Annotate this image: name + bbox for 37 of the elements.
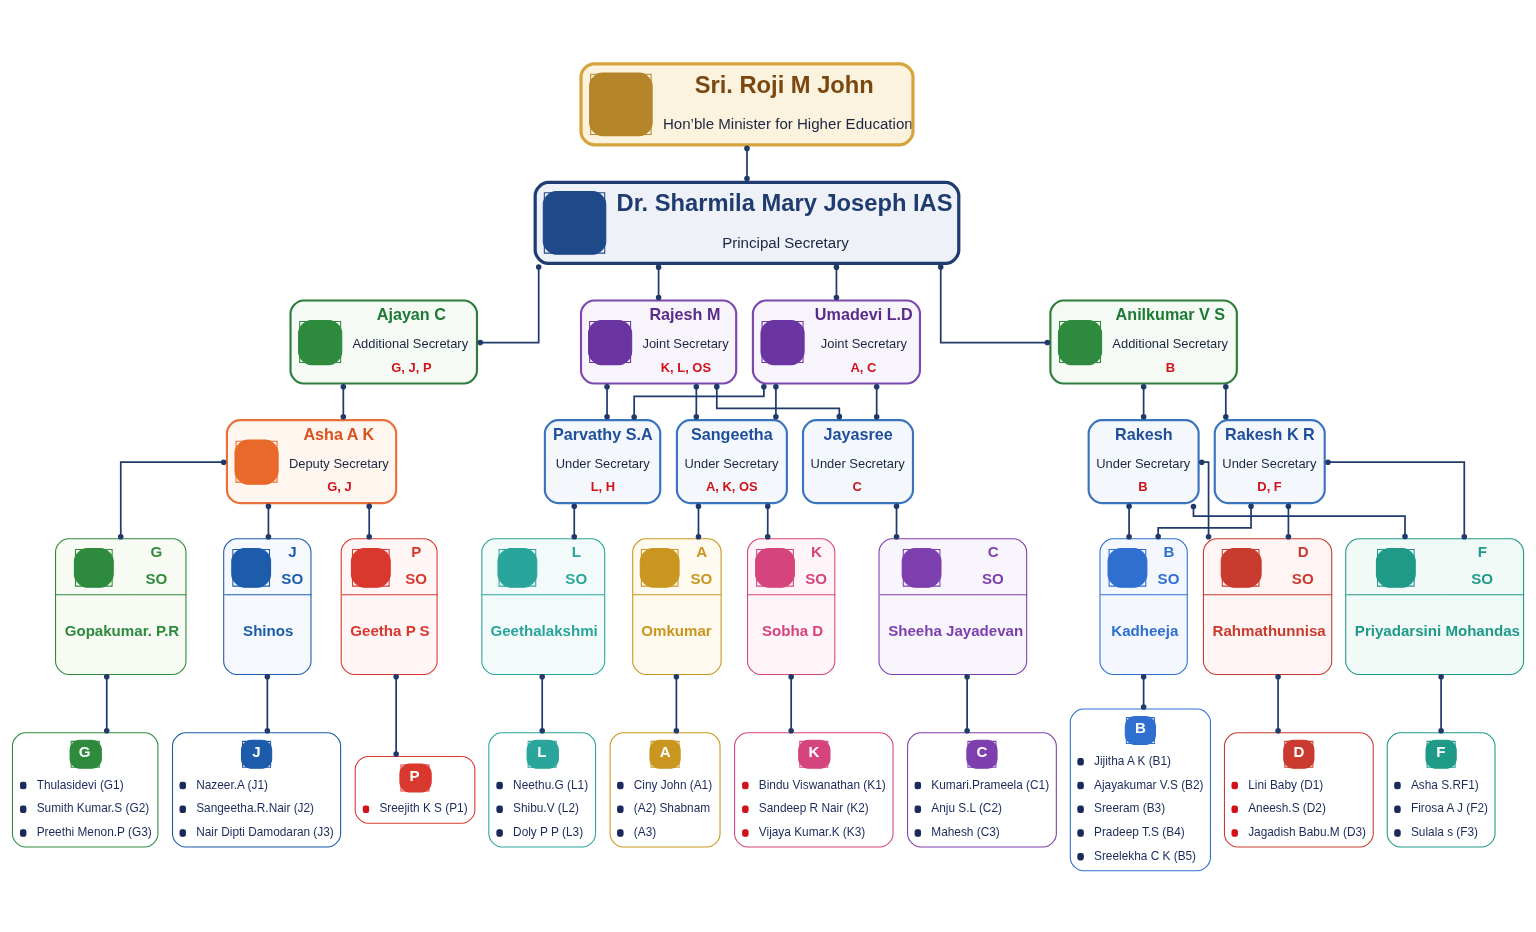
- connector: [117, 458, 227, 539]
- connector: [964, 673, 970, 733]
- connector: [103, 673, 110, 733]
- connector: [695, 503, 702, 539]
- connector: [744, 145, 750, 181]
- connector: [631, 383, 767, 420]
- connector: [571, 503, 578, 539]
- connector: [833, 263, 840, 300]
- connector: [764, 503, 771, 539]
- connector: [1223, 383, 1229, 420]
- connector: [264, 673, 271, 733]
- connector: [773, 383, 779, 420]
- connector: [340, 383, 347, 420]
- connector: [1126, 503, 1132, 539]
- connector: [693, 383, 700, 420]
- connector: [393, 673, 399, 757]
- connector: [673, 673, 680, 733]
- connector: [1198, 458, 1212, 539]
- connector: [1285, 503, 1292, 539]
- connector: [788, 673, 794, 733]
- connector: [604, 383, 610, 420]
- connector: [655, 263, 662, 300]
- connector: [1155, 503, 1254, 539]
- connector: [1325, 458, 1468, 539]
- connector: [714, 383, 843, 419]
- connector: [1140, 673, 1147, 710]
- connector: [539, 673, 545, 733]
- connector: [366, 503, 372, 539]
- connector: [1190, 503, 1408, 539]
- connector: [265, 503, 272, 539]
- connector: [1140, 383, 1147, 420]
- connector: [893, 503, 900, 539]
- connector: [873, 383, 880, 420]
- connector: [1275, 673, 1281, 733]
- connector: [1438, 673, 1444, 733]
- connector: [477, 263, 542, 345]
- connector: [937, 263, 1051, 345]
